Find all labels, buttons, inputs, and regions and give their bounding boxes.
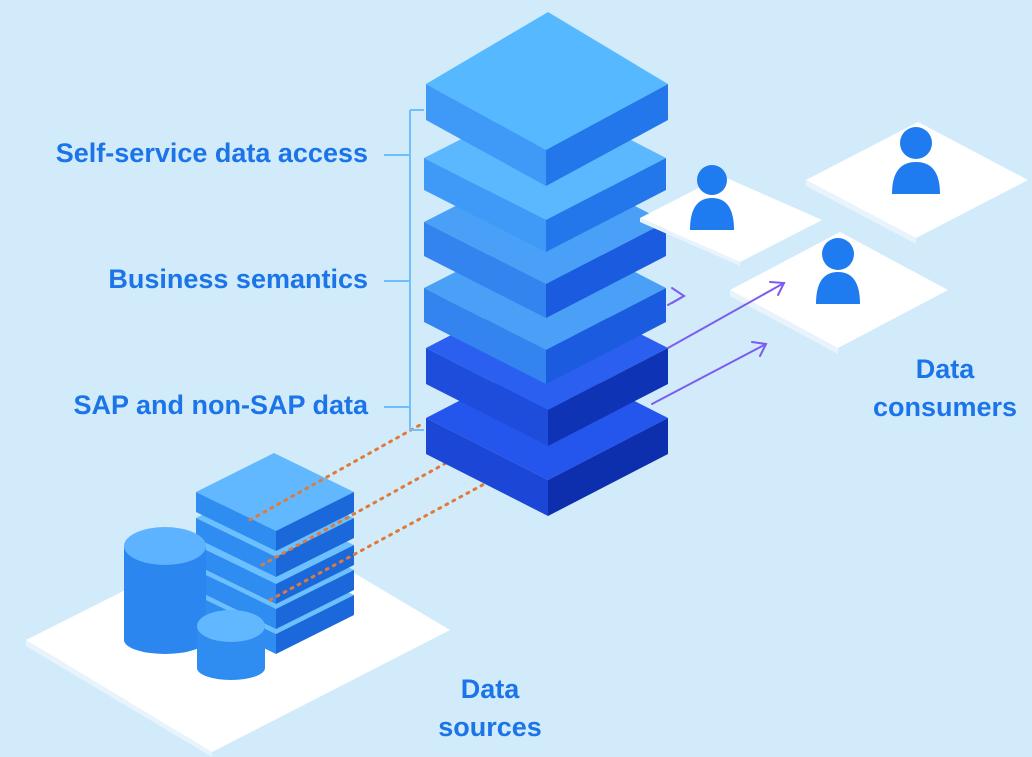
user-icon — [690, 165, 734, 230]
layer-label-business-semantics: Business semantics — [108, 264, 368, 294]
inbound-data-flows — [248, 423, 490, 602]
data-consumers-label-line2: consumers — [872, 392, 1018, 422]
layer-label-self-service: Self-service data access — [55, 138, 368, 168]
outbound-data-flows — [651, 281, 786, 405]
data-consumers-label-line1: Data — [915, 354, 975, 384]
data-consumers-label: Data consumers — [860, 350, 1030, 426]
data-sources-label: Data sources — [410, 670, 570, 746]
user-icon — [892, 127, 940, 194]
data-sources-label-line1: Data — [460, 674, 520, 704]
central-data-stack — [424, 12, 668, 516]
database-cylinder-large — [124, 527, 206, 654]
source-server-stack — [196, 453, 354, 654]
data-sources-label-line2: sources — [438, 712, 542, 742]
user-icon — [816, 238, 860, 304]
layer-label-sap-data: SAP and non-SAP data — [73, 390, 368, 420]
database-cylinder-small — [197, 610, 265, 680]
layer-bracket — [384, 109, 424, 431]
stack-layer-1 — [426, 12, 668, 186]
